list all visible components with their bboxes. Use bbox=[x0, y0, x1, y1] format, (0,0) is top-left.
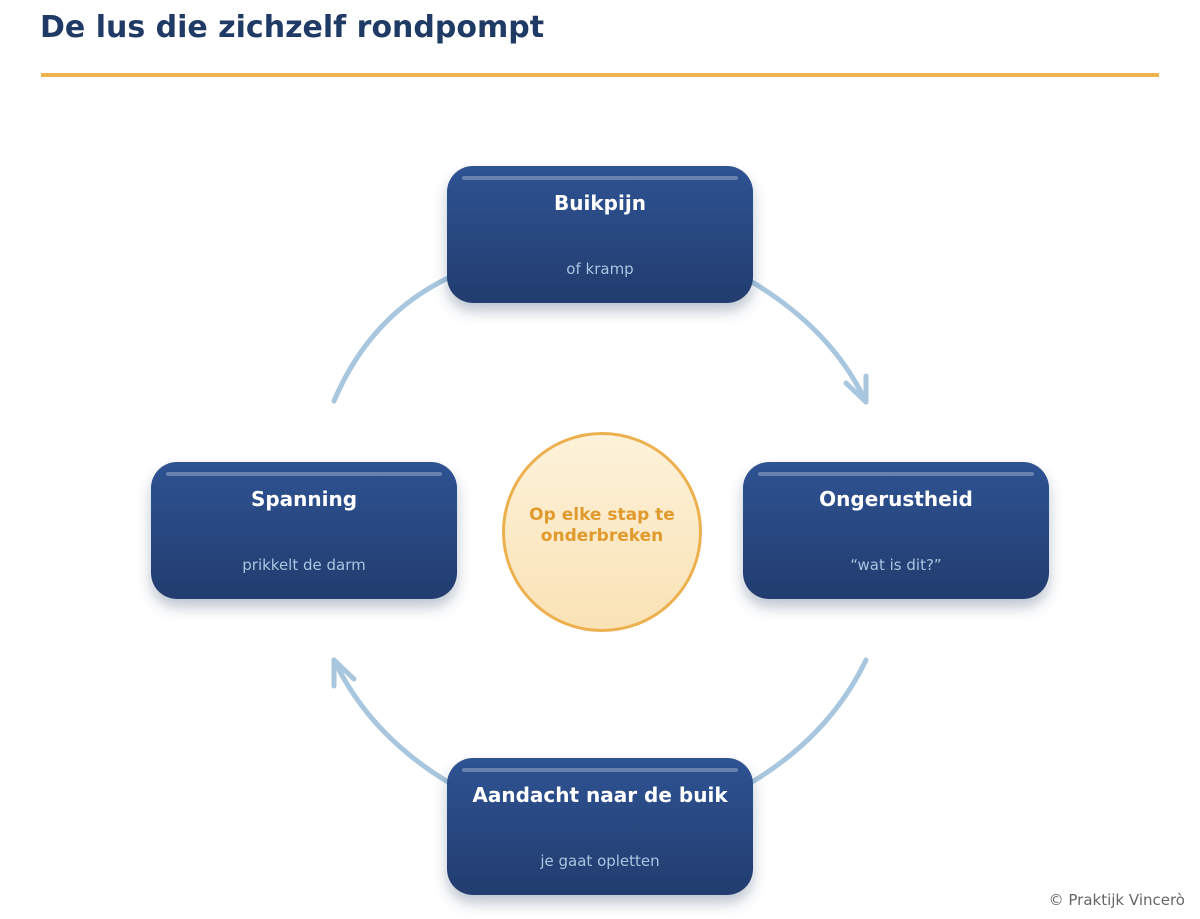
title-underline bbox=[41, 73, 1159, 77]
node-subtitle: prikkelt de darm bbox=[242, 556, 366, 574]
node-subtitle: of kramp bbox=[566, 260, 634, 278]
node-title: Aandacht naar de buik bbox=[472, 783, 728, 807]
arrow-bottom-to-left bbox=[331, 657, 451, 785]
copyright-text: © Praktijk Vincerò bbox=[1048, 891, 1185, 909]
node-subtitle: je gaat opletten bbox=[540, 852, 660, 870]
node-subtitle: “wat is dit?” bbox=[850, 556, 942, 574]
arrowhead-left-up-icon bbox=[331, 657, 357, 689]
arrow-top-to-right bbox=[749, 279, 869, 405]
node-sheen bbox=[166, 472, 442, 476]
node-buikpijn: Buikpijn of kramp bbox=[447, 166, 753, 303]
page-title: De lus die zichzelf rondpompt bbox=[40, 10, 545, 45]
node-spanning: Spanning prikkelt de darm bbox=[151, 462, 457, 599]
node-sheen bbox=[462, 768, 738, 772]
arrow-left-to-top bbox=[331, 275, 451, 404]
node-title: Ongerustheid bbox=[819, 487, 973, 511]
node-title: Buikpijn bbox=[554, 191, 646, 215]
center-circle: Op elke stap te onderbreken bbox=[502, 432, 702, 632]
node-sheen bbox=[758, 472, 1034, 476]
arrow-right-to-bottom bbox=[749, 657, 869, 785]
node-ongerustheid: Ongerustheid “wat is dit?” bbox=[743, 462, 1049, 599]
node-aandacht: Aandacht naar de buik je gaat opletten bbox=[447, 758, 753, 895]
center-label: Op elke stap te onderbreken bbox=[529, 505, 675, 546]
arrowhead-right-down-icon bbox=[843, 373, 869, 405]
node-title: Spanning bbox=[250, 487, 358, 511]
node-sheen bbox=[462, 176, 738, 180]
